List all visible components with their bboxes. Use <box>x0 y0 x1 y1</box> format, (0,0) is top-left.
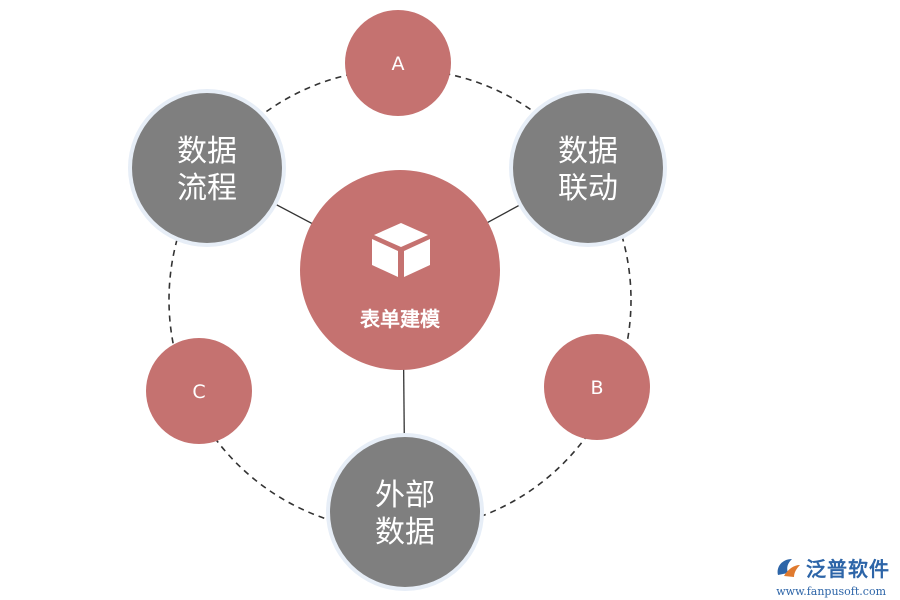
node-b: B <box>544 334 650 440</box>
node-data-linkage-line-2: 联动 <box>558 171 618 206</box>
brand-logo: 泛普软件 <box>774 552 890 582</box>
node-c: C <box>146 338 252 444</box>
node-external-data: 外部 数据 <box>326 433 484 591</box>
node-data-flow-line-1: 数据 <box>177 134 237 169</box>
node-data-flow-circle <box>132 93 282 243</box>
node-data-linkage: 数据 联动 <box>509 89 667 247</box>
node-external-data-line-1: 外部 <box>375 478 435 513</box>
brand-mark-icon <box>777 559 800 577</box>
center-hub: 表单建模 <box>300 170 500 370</box>
node-c-circle <box>146 338 252 444</box>
node-b-label: B <box>590 377 603 399</box>
node-c-label: C <box>192 381 205 403</box>
cube-icon <box>372 223 430 277</box>
node-external-data-line-2: 数据 <box>375 515 435 550</box>
node-data-linkage-circle <box>513 93 663 243</box>
brand-url: www.fanpusoft.com <box>776 585 886 598</box>
node-a-circle <box>345 10 451 116</box>
brand-name: 泛普软件 <box>806 556 890 581</box>
node-external-data-circle <box>330 437 480 587</box>
node-a-label: A <box>392 53 405 75</box>
node-a: A <box>345 10 451 116</box>
center-hub-circle <box>300 170 500 370</box>
orbit-ring <box>168 68 632 532</box>
center-hub-label: 表单建模 <box>360 307 441 331</box>
node-data-linkage-line-1: 数据 <box>558 134 618 169</box>
node-data-flow-line-2: 流程 <box>177 171 237 206</box>
node-b-circle <box>544 334 650 440</box>
node-data-flow: 数据 流程 <box>128 89 286 247</box>
